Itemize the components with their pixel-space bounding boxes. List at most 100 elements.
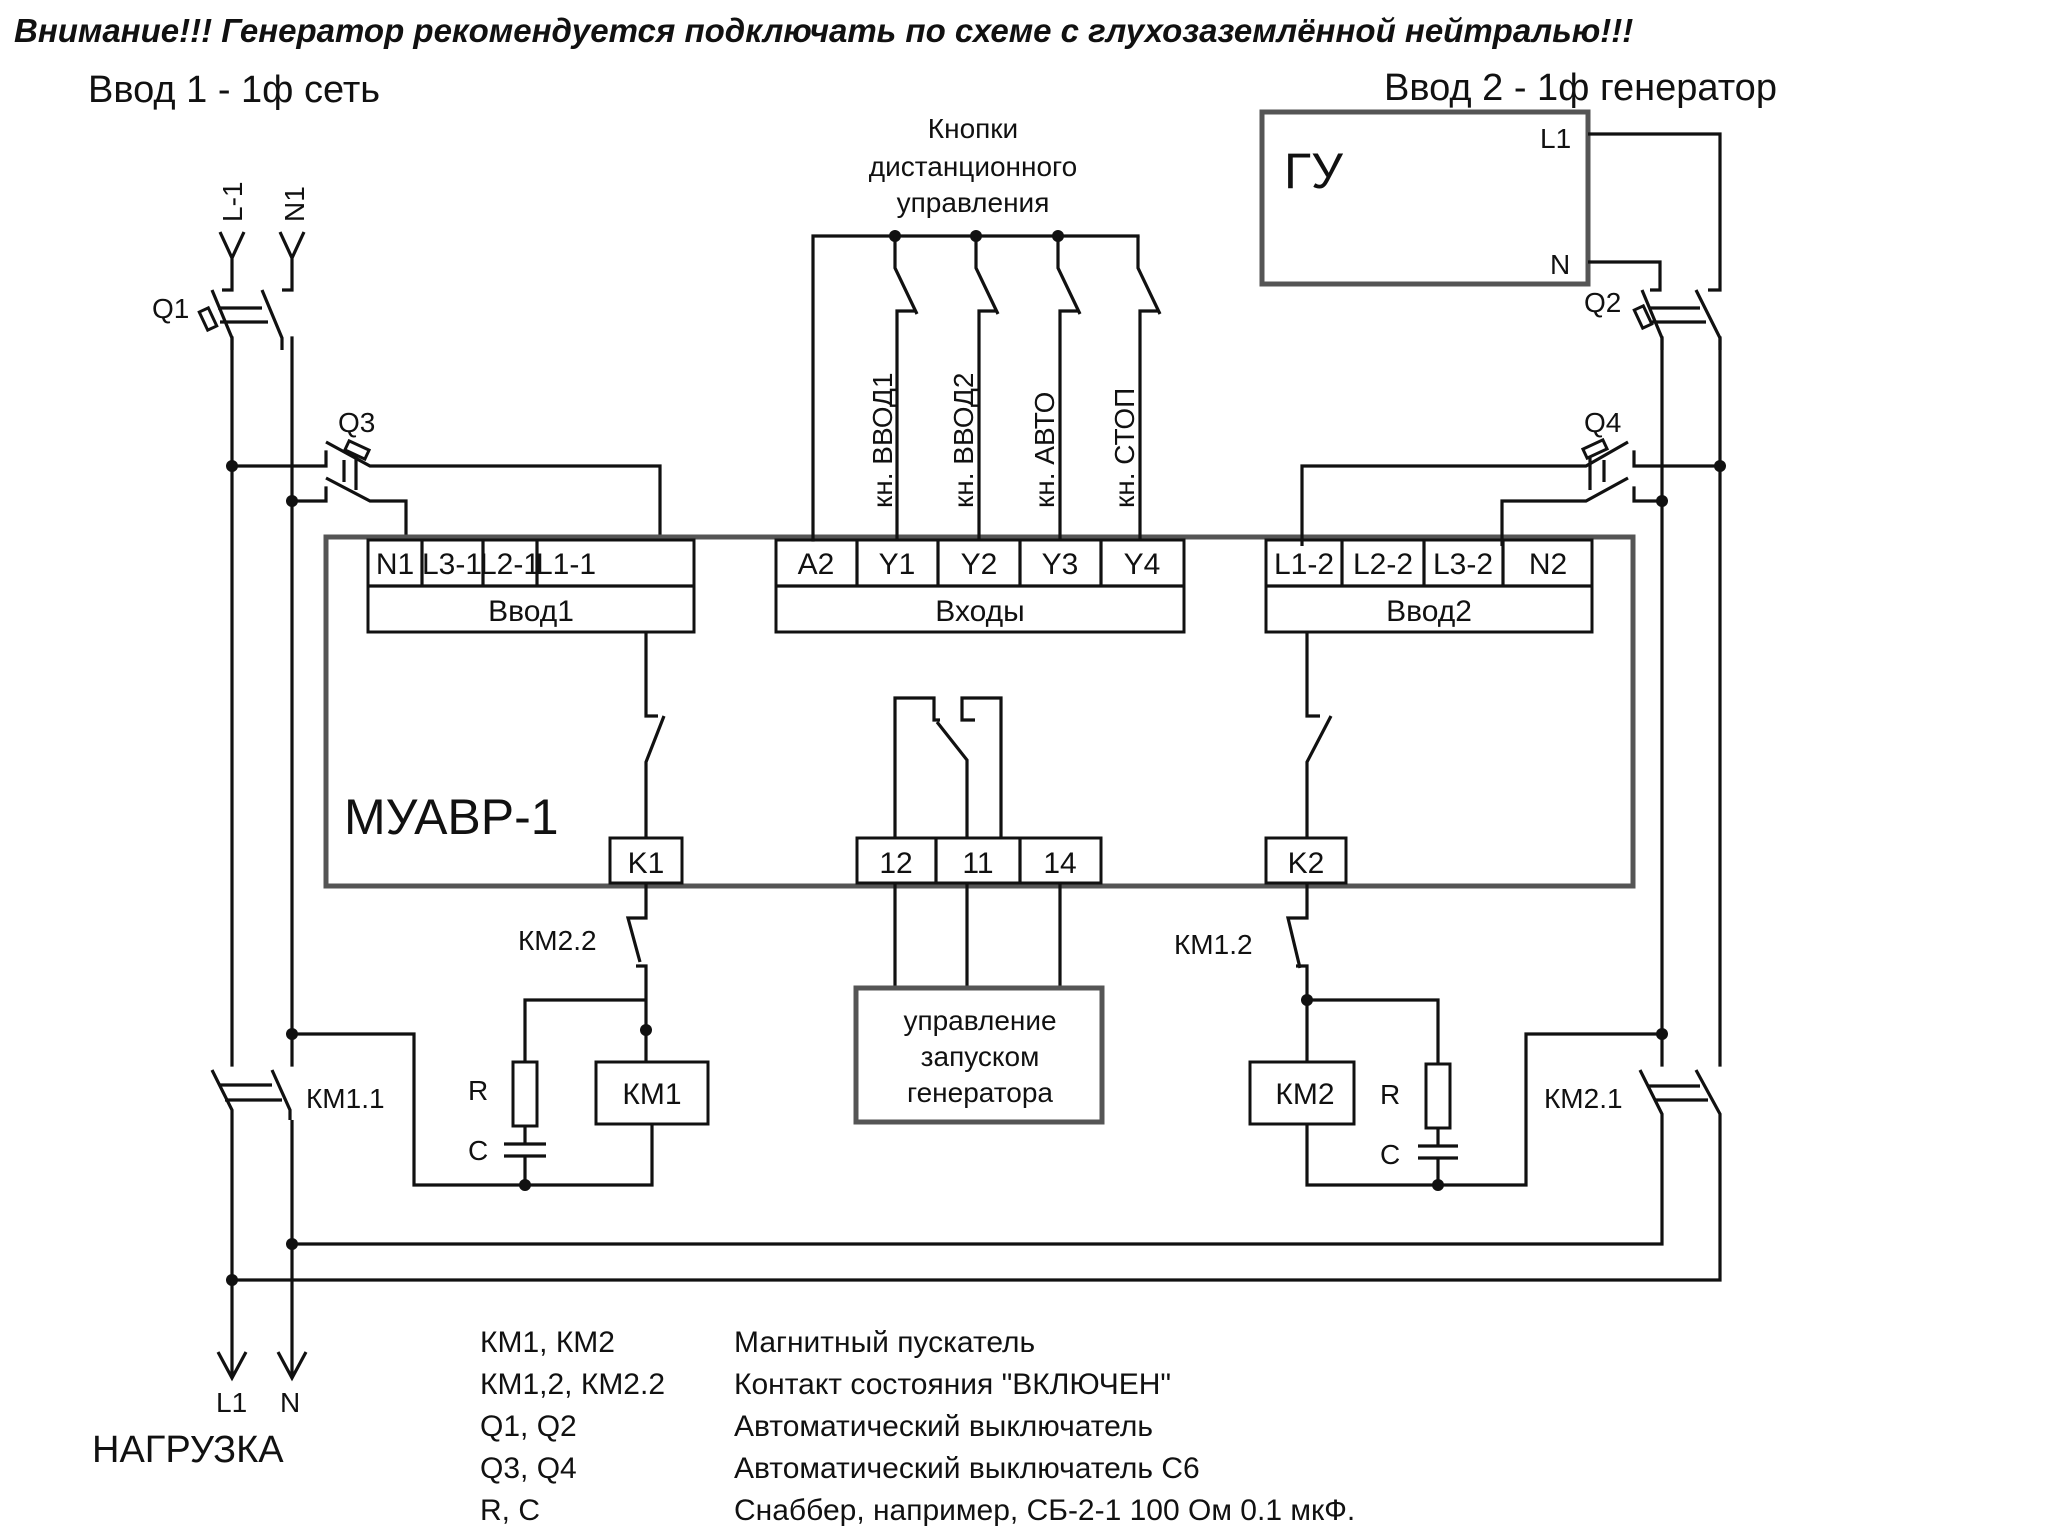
legend-desc: Снаббер, например, СБ-2-1 100 Ом 0.1 мкФ…: [734, 1494, 1355, 1527]
load-l1-label: L1: [216, 1387, 247, 1418]
q3-breaker: Q3: [230, 407, 662, 546]
legend-code: КМ1, КМ2: [480, 1326, 615, 1359]
q4-breaker: Q4: [1300, 407, 1722, 546]
legend-desc: Магнитный пускатель: [734, 1326, 1035, 1359]
resistor-r2: [1424, 1062, 1452, 1130]
load-n-label: N: [280, 1387, 300, 1418]
legend-desc: Контакт состояния "ВКЛЮЧЕН": [734, 1368, 1171, 1401]
legend-desc: Автоматический выключатель: [734, 1410, 1153, 1443]
input2-label: Ввод2: [1386, 595, 1472, 628]
q4-label: Q4: [1584, 407, 1621, 438]
load-label: НАГРУЗКА: [92, 1429, 284, 1471]
pin-l2-1: L2-1: [480, 548, 540, 581]
r2-label: R: [1380, 1079, 1400, 1110]
gen-n-wire: [1588, 260, 1662, 292]
legend-code: Q1, Q2: [480, 1410, 577, 1443]
buttons-common-bus: [811, 234, 1140, 542]
km1-1-contactor: КМ1.1: [210, 1069, 385, 1120]
gen-n-label: N: [1550, 249, 1570, 280]
input1-title: Ввод 1 - 1ф сеть: [88, 69, 380, 111]
button-avto-label: кн. АВТО: [1029, 392, 1060, 508]
legend-desc: Автоматический выключатель С6: [734, 1452, 1200, 1485]
relay-changeover-contact: [893, 696, 1003, 838]
button-avto: кн. АВТО: [1029, 236, 1082, 540]
km1-1-label: КМ1.1: [306, 1083, 385, 1114]
km2-2-label: КМ2.2: [518, 925, 597, 956]
relay-terminal-block: 12 11 14: [855, 836, 1103, 885]
pin-y3: Y3: [1042, 548, 1079, 581]
q1-breaker: Q1: [152, 289, 284, 350]
pin-y1: Y1: [879, 548, 916, 581]
inputs-terminal-block: A2 Y1 Y2 Y3 Y4 Входы: [774, 538, 1186, 634]
generator-label: ГУ: [1284, 143, 1343, 199]
mains-input-terminals: L-1 N1: [217, 182, 310, 292]
resistor-r1: [511, 1060, 539, 1128]
button-vvod2: кн. ВВОД2: [948, 236, 1000, 540]
button-vvod2-label: кн. ВВОД2: [948, 373, 979, 508]
input1-label: Ввод1: [488, 595, 574, 628]
legend-code: Q3, Q4: [480, 1452, 577, 1485]
gen-control-label-3: генератора: [907, 1077, 1053, 1108]
km1-coil-label: КМ1: [622, 1078, 681, 1111]
gen-l1-label: L1: [1540, 123, 1571, 154]
pin-y4: Y4: [1124, 548, 1161, 581]
r1-label: R: [468, 1075, 488, 1106]
legend-code: КМ1,2, КМ2.2: [480, 1368, 665, 1401]
km2-2-contact: [625, 883, 648, 1090]
input2-terminal-block: L1-2 L2-2 L3-2 N2 Ввод2: [1264, 538, 1594, 634]
pin-14: 14: [1043, 847, 1076, 880]
remote-buttons-caption: Кнопки дистанционного управления: [869, 113, 1077, 218]
svg-text:Кнопки: Кнопки: [928, 113, 1018, 144]
module-name: МУАВР-1: [344, 789, 559, 845]
pin-12: 12: [879, 847, 912, 880]
km1-2-contact: [1285, 883, 1309, 1062]
button-vvod1: кн. ВВОД1: [867, 236, 919, 540]
km1-coil: [594, 1060, 710, 1126]
pin-l3-1: L3-1: [422, 548, 482, 581]
q1-label: Q1: [152, 293, 189, 324]
mains-neutral-terminal-icon: [278, 231, 306, 292]
warning-title: Внимание!!! Генератор рекомендуется подк…: [14, 12, 1633, 49]
mains-neutral-label: N1: [279, 186, 310, 222]
km1-2-label: КМ1.2: [1174, 929, 1253, 960]
pin-a2: A2: [798, 548, 835, 581]
load-neutral-bus: [290, 1120, 1664, 1246]
pin-n1: N1: [376, 548, 414, 581]
pin-l1-2: L1-2: [1274, 548, 1334, 581]
pin-l2-2: L2-2: [1353, 548, 1413, 581]
gen-l1-wire: [1588, 132, 1722, 292]
generator-start-control: [853, 985, 1105, 1125]
q3-label: Q3: [338, 407, 375, 438]
km2-1-contactor: КМ2.1: [1544, 1069, 1722, 1120]
pin-y2: Y2: [961, 548, 998, 581]
inputs-label: Входы: [935, 595, 1024, 628]
c1-label: C: [468, 1135, 488, 1166]
km2-return-wire: [1305, 1032, 1662, 1187]
pin-n2: N2: [1529, 548, 1567, 581]
k2-internal-contact: [1305, 632, 1333, 838]
button-stop: кн. СТОП: [1109, 236, 1162, 540]
load-neutral-arrow-icon: [276, 1244, 308, 1382]
km2-1-label: КМ2.1: [1544, 1083, 1623, 1114]
gen-control-label-2: запуском: [921, 1041, 1040, 1072]
generator-unit: [1259, 109, 1591, 287]
k1-label: K1: [628, 847, 665, 880]
k1-internal-contact: [644, 632, 666, 838]
input2-title: Ввод 2 - 1ф генератор: [1384, 67, 1777, 109]
k2-label: K2: [1288, 847, 1325, 880]
km2-coil-label: КМ2: [1275, 1078, 1334, 1111]
mains-line-label: L-1: [217, 182, 248, 222]
legend-code: R, C: [480, 1494, 540, 1527]
km1-return-wire: [292, 1032, 654, 1187]
button-vvod1-label: кн. ВВОД1: [867, 373, 898, 508]
q2-label: Q2: [1584, 287, 1621, 318]
c2-label: C: [1380, 1139, 1400, 1170]
button-stop-label: кн. СТОП: [1109, 388, 1140, 508]
svg-text:дистанционного: дистанционного: [869, 151, 1077, 182]
pin-11: 11: [962, 847, 993, 880]
load-line-bus: [230, 1120, 1722, 1282]
q2-breaker: Q2: [1584, 287, 1722, 350]
mains-line-terminal-icon: [218, 231, 246, 292]
capacitor-c1: [504, 1126, 546, 1185]
input1-terminal-block: N1 L3-1 L2-1 L1-1 Ввод1: [366, 538, 696, 634]
